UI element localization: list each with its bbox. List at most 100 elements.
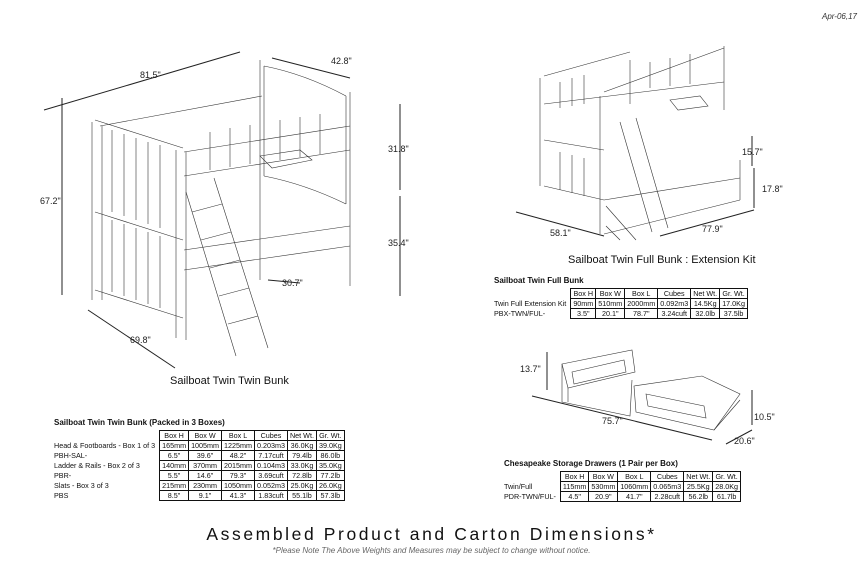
header-cell: Gr. Wt. bbox=[719, 288, 748, 299]
header-cell: Box H bbox=[559, 471, 590, 482]
table-cell: 32.0lb bbox=[690, 308, 721, 319]
dim-front: 69.8" bbox=[130, 335, 151, 345]
revision-date: Apr-06,17 bbox=[822, 12, 857, 21]
table-cell: 9.1" bbox=[188, 490, 223, 501]
table-header-row: Box H Box W Box L Cubes Net Wt. Gr. Wt. bbox=[504, 471, 742, 482]
table-cell: 5.5" bbox=[159, 470, 190, 481]
dim-ext-width: 58.1" bbox=[550, 228, 571, 238]
dim-height: 67.2" bbox=[40, 196, 61, 206]
dim-ladder: 30.7" bbox=[282, 278, 303, 288]
table-cell: 0.104m3 bbox=[254, 460, 288, 471]
table-row: Twin Full Extension Kit 90mm 510mm 2000m… bbox=[494, 298, 748, 309]
row-label: Twin Full Extension Kit bbox=[494, 299, 567, 308]
table-cell: 36.0Kg bbox=[286, 440, 317, 451]
header-cell: Cubes bbox=[650, 471, 685, 482]
table-cell: 41.3" bbox=[221, 490, 255, 501]
header-cell: Cubes bbox=[254, 430, 288, 441]
table-cell: 530mm bbox=[588, 481, 619, 492]
table-cell: 25.5Kg bbox=[683, 481, 714, 492]
twin-twin-caption: Sailboat Twin Twin Bunk bbox=[170, 375, 289, 387]
table-row: PBH-SAL- 6.5" 39.6" 48.2" 7.17cuft 79.4l… bbox=[54, 450, 345, 461]
blank-cell bbox=[54, 431, 160, 441]
table-cell: 33.0Kg bbox=[286, 460, 317, 471]
dim-drawer-length: 75.7" bbox=[602, 416, 623, 426]
table-cell: 39.0Kg bbox=[315, 440, 345, 451]
table-cell: 48.2" bbox=[221, 450, 255, 461]
row-label: Head & Footboards - Box 1 of 3 bbox=[54, 441, 156, 450]
dim-ext: 15.7" bbox=[742, 147, 763, 157]
row-label: PBH-SAL- bbox=[54, 451, 88, 460]
header-cell: Box L bbox=[221, 430, 255, 441]
dim-lower: 35.4" bbox=[388, 238, 409, 248]
dim-width: 81.5" bbox=[140, 70, 161, 80]
table-cell: 35.0Kg bbox=[315, 460, 345, 471]
table-cell: 41.7" bbox=[617, 491, 652, 502]
table-cell: 78.7" bbox=[624, 308, 659, 319]
table-cell: 79.3" bbox=[221, 470, 255, 481]
table-cell: 79.4lb bbox=[286, 450, 317, 461]
table-cell: 1060mm bbox=[617, 481, 652, 492]
header-cell: Net Wt. bbox=[690, 288, 721, 299]
table-cell: 510mm bbox=[595, 298, 626, 309]
table-row: Ladder & Rails - Box 2 of 3 140mm 370mm … bbox=[54, 460, 345, 471]
table-cell: 56.2lb bbox=[683, 491, 714, 502]
row-label: Slats - Box 3 of 3 bbox=[54, 481, 109, 490]
table-cell: 20.1" bbox=[595, 308, 626, 319]
table-cell: 215mm bbox=[159, 480, 190, 491]
blank-cell bbox=[504, 472, 560, 482]
twin-full-table: Box H Box W Box L Cubes Net Wt. Gr. Wt. … bbox=[494, 288, 748, 319]
table-row: PDR-TWN/FUL- 4.5" 20.9" 41.7" 2.28cuft 5… bbox=[504, 491, 742, 502]
table-header-row: Box H Box W Box L Cubes Net Wt. Gr. Wt. bbox=[494, 288, 748, 299]
table-cell: 115mm bbox=[559, 481, 590, 492]
table-row: Twin/Full 115mm 530mm 1060mm 0.065m3 25.… bbox=[504, 481, 742, 492]
header-cell: Gr. Wt. bbox=[315, 430, 345, 441]
dim-upper: 31.8" bbox=[388, 144, 409, 154]
header-cell: Box H bbox=[159, 430, 190, 441]
dim-ext-height: 17.8" bbox=[762, 184, 783, 194]
table-cell: 1005mm bbox=[188, 440, 223, 451]
header-cell: Box L bbox=[624, 288, 659, 299]
table-cell: 0.203m3 bbox=[254, 440, 288, 451]
header-cell: Box H bbox=[570, 288, 597, 299]
table-cell: 230mm bbox=[188, 480, 223, 491]
table-cell: 55.1lb bbox=[286, 490, 317, 501]
row-label: PDR-TWN/FUL- bbox=[504, 492, 556, 501]
table-row: PBX-TWN/FUL- 3.5" 20.1" 78.7" 3.24cuft 3… bbox=[494, 308, 748, 319]
twin-twin-table-title: Sailboat Twin Twin Bunk (Packed in 3 Box… bbox=[54, 418, 225, 427]
drawers-table: Box H Box W Box L Cubes Net Wt. Gr. Wt. … bbox=[504, 471, 742, 502]
header-cell: Cubes bbox=[657, 288, 692, 299]
table-cell: 6.5" bbox=[159, 450, 190, 461]
row-label: PBS bbox=[54, 491, 69, 500]
disclaimer-note: *Please Note The Above Weights and Measu… bbox=[272, 546, 591, 555]
table-cell: 25.0Kg bbox=[286, 480, 317, 491]
table-cell: 3.5" bbox=[570, 308, 597, 319]
table-row: PBR- 5.5" 14.6" 79.3" 3.69cuft 72.8lb 77… bbox=[54, 470, 345, 481]
dim-drawer-height: 13.7" bbox=[520, 364, 541, 374]
table-cell: 2015mm bbox=[221, 460, 255, 471]
twin-twin-table: Box H Box W Box L Cubes Net Wt. Gr. Wt. … bbox=[54, 430, 345, 501]
table-cell: 1050mm bbox=[221, 480, 255, 491]
table-cell: 0.052m3 bbox=[254, 480, 288, 491]
dim-depth: 42.8" bbox=[331, 56, 352, 66]
table-row: Slats - Box 3 of 3 215mm 230mm 1050mm 0.… bbox=[54, 480, 345, 491]
table-cell: 3.24cuft bbox=[657, 308, 692, 319]
table-row: Head & Footboards - Box 1 of 3 165mm 100… bbox=[54, 440, 345, 451]
header-cell: Net Wt. bbox=[683, 471, 714, 482]
drawers-table-title: Chesapeake Storage Drawers (1 Pair per B… bbox=[504, 459, 678, 468]
table-cell: 26.0Kg bbox=[315, 480, 345, 491]
table-cell: 86.0lb bbox=[315, 450, 345, 461]
table-cell: 3.69cuft bbox=[254, 470, 288, 481]
table-cell: 37.5lb bbox=[719, 308, 748, 319]
table-cell: 7.17cuft bbox=[254, 450, 288, 461]
header-cell: Net Wt. bbox=[286, 430, 317, 441]
table-cell: 2000mm bbox=[624, 298, 659, 309]
table-cell: 2.28cuft bbox=[650, 491, 685, 502]
table-cell: 140mm bbox=[159, 460, 190, 471]
row-label: Ladder & Rails - Box 2 of 3 bbox=[54, 461, 140, 470]
table-cell: 17.0Kg bbox=[719, 298, 748, 309]
table-cell: 0.065m3 bbox=[650, 481, 685, 492]
table-cell: 20.9" bbox=[588, 491, 619, 502]
row-label: Twin/Full bbox=[504, 482, 533, 491]
table-cell: 165mm bbox=[159, 440, 190, 451]
twin-full-caption: Sailboat Twin Full Bunk : Extension Kit bbox=[568, 254, 756, 266]
